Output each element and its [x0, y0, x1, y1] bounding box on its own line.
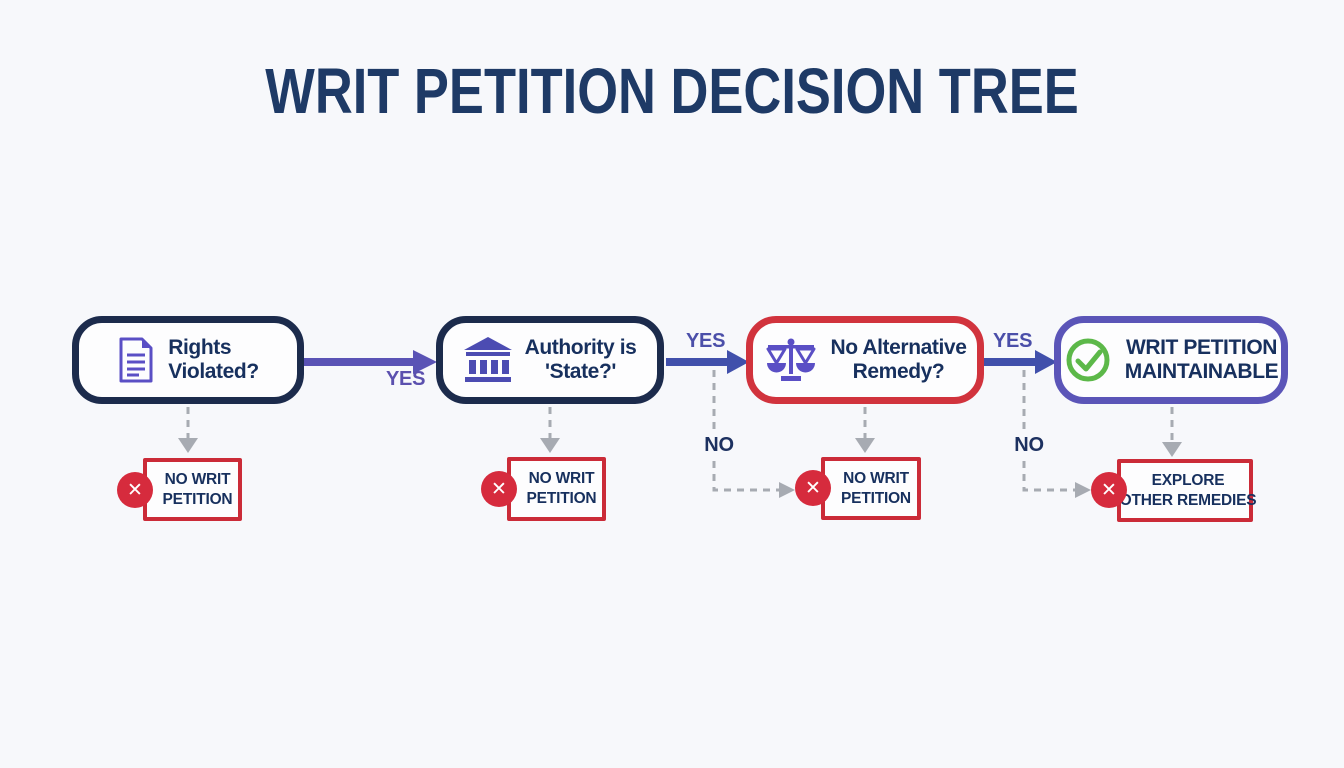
no-label-2: NO: [1008, 434, 1050, 457]
node-writ-maintainable: WRIT PETITION MAINTAINABLE: [1054, 316, 1288, 404]
yes-arrow-1: [302, 350, 437, 374]
failure-box-no-writ-3: NO WRIT PETITION: [821, 457, 921, 520]
failure-box-no-writ-2: NO WRIT PETITION: [507, 457, 606, 521]
scales-icon: [764, 337, 818, 383]
node-no-alternative-remedy: No Alternative Remedy?: [746, 316, 984, 404]
x-circle-icon: ✕: [795, 470, 831, 506]
dashed-arrow-node4: [1162, 407, 1182, 457]
page-title: WRIT PETITION DECISION TREE: [265, 55, 1079, 127]
document-icon: [117, 337, 155, 383]
no-path-2: [1022, 370, 1091, 498]
no-label-1: NO: [698, 434, 740, 457]
no-path-1: [712, 370, 795, 498]
bank-icon: [463, 337, 512, 383]
dashed-arrow-node3: [855, 407, 875, 453]
failure-box-no-writ-1: NO WRIT PETITION: [143, 458, 242, 521]
x-circle-icon: ✕: [481, 471, 517, 507]
node-label: No Alternative Remedy?: [830, 336, 967, 383]
dashed-arrow-node2: [540, 407, 560, 453]
node-label: WRIT PETITION MAINTAINABLE: [1124, 336, 1279, 383]
yes-arrow-3: [984, 350, 1057, 374]
failure-box-explore-remedies: EXPLORE OTHER REMEDIES: [1117, 459, 1257, 522]
node-label: Rights Violated?: [168, 336, 259, 383]
x-circle-icon: ✕: [1091, 472, 1127, 508]
check-circle-icon: [1064, 336, 1112, 384]
yes-label-3: YES: [993, 330, 1033, 352]
yes-arrow-2: [666, 350, 749, 374]
dashed-arrow-node1: [178, 407, 198, 453]
node-authority-is-state: Authority is 'State?': [436, 316, 664, 404]
yes-label-2: YES: [686, 330, 726, 352]
x-circle-icon: ✕: [117, 472, 153, 508]
node-rights-violated: Rights Violated?: [72, 316, 304, 404]
node-label: Authority is 'State?': [524, 336, 637, 383]
yes-label-1: YES: [386, 368, 426, 390]
